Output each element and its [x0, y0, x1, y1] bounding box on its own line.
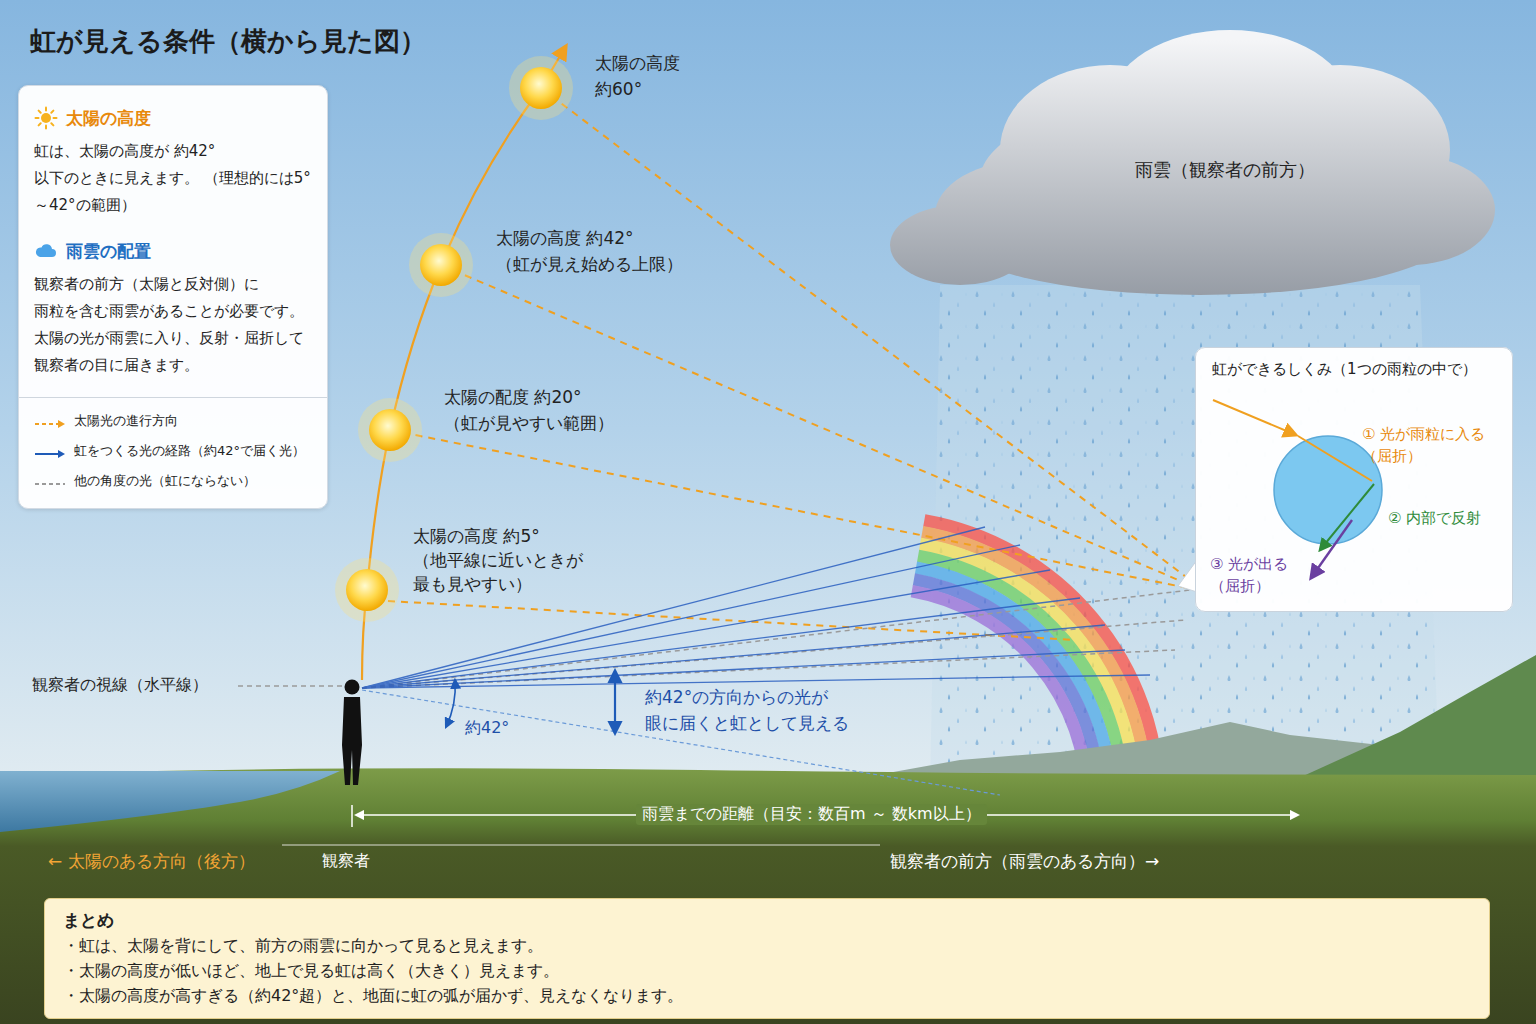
- section-icon: [34, 106, 58, 130]
- info-panel: 太陽の高度虹は、太陽の高度が 約42°以下のときに見えます。 （理想的には5°～…: [18, 85, 328, 509]
- summary-item: ・虹は、太陽を背にして、前方の雨雲に向かって見ると見えます。: [63, 933, 1471, 958]
- annotation-label: ② 内部で反射: [1388, 509, 1481, 528]
- legend-text: 太陽光の進行方向: [74, 412, 178, 430]
- legend-sample: [34, 415, 66, 427]
- mountains: [860, 655, 1536, 792]
- sunlight-rays: [388, 88, 1190, 640]
- annotation-label: 約42°の方向からの光が 眼に届くと虹として見える: [645, 684, 860, 736]
- annotation-label: 太陽の高度 約5° （地平線に近いときが 最も見やすい）: [413, 524, 593, 596]
- annotation-label: 太陽の高度 約60°: [595, 50, 695, 102]
- heading-row: 太陽の高度: [34, 104, 312, 132]
- divider: [19, 397, 327, 398]
- legend-line-sample: [34, 478, 66, 490]
- summary-heading: まとめ: [63, 907, 1471, 933]
- sea: [0, 771, 340, 832]
- section-icon: [34, 239, 58, 263]
- legend-sample: [34, 445, 66, 457]
- distance-arrow: [282, 805, 1298, 845]
- annotation-label: 雨雲（観察者の前方）: [1135, 158, 1315, 182]
- legend-sample: [34, 475, 66, 487]
- summary-item: ・太陽の高度が低いほど、地上で見る虹は高く（大きく）見えます。: [63, 958, 1471, 983]
- sun-icon: [34, 106, 58, 130]
- annotation-label: ③ 光が出る （屈折）: [1210, 553, 1300, 597]
- legend-row: 虹をつくる光の経路（約42°で届く光）: [34, 436, 312, 466]
- legend-line-sample: [34, 418, 66, 430]
- heading-row: 雨雲の配置: [34, 237, 312, 265]
- annotation-label: 太陽の高度 約42° （虹が見え始める上限）: [496, 225, 696, 277]
- rain-cloud: [890, 30, 1495, 295]
- annotation-label: 約42°: [465, 718, 509, 739]
- body-text: 虹は、太陽の高度が 約42°以下のときに見えます。 （理想的には5°～42°の範…: [34, 138, 314, 219]
- summary-box: まとめ・虹は、太陽を背にして、前方の雨雲に向かって見ると見えます。・太陽の高度が…: [44, 898, 1490, 1019]
- legend-text: 他の角度の光（虹にならない）: [74, 472, 256, 490]
- raindrop-inset-art: [1178, 347, 1513, 612]
- section-heading: 太陽の高度: [66, 104, 151, 132]
- annotation-label: 観察者の前方（雨雲のある方向）→: [890, 850, 1159, 873]
- annotation-label: 太陽の配度 約20° （虹が見やすい範囲）: [444, 384, 644, 436]
- legend-row: 他の角度の光（虹にならない）: [34, 466, 312, 496]
- annotation-label: ① 光が雨粒に入る （屈折）: [1362, 423, 1502, 467]
- annotation-label: 観察者: [322, 851, 370, 872]
- angle-marks: [362, 671, 1000, 795]
- summary-item: ・太陽の高度が高すぎる（約42°超）と、地面に虹の弧が届かず、見えなくなります。: [63, 983, 1471, 1008]
- diagram-title: 虹が見える条件（横から見た図）: [30, 24, 426, 59]
- ground: [0, 768, 1536, 1024]
- observer-figure: [342, 680, 362, 786]
- annotation-label: 観察者の視線（水平線）: [32, 675, 208, 696]
- body-text: 観察者の前方（太陽と反対側）に 雨粒を含む雨雲があることが必要です。 太陽の光が…: [34, 271, 314, 379]
- annotation-label: 雨雲までの距離（目安：数百m ～ 数km以上）: [636, 804, 987, 825]
- legend-text: 虹をつくる光の経路（約42°で届く光）: [74, 442, 305, 460]
- section-heading: 雨雲の配置: [66, 237, 151, 265]
- legend-line-sample: [34, 448, 66, 460]
- inset-heading: 虹ができるしくみ（1つの雨粒の中で）: [1212, 360, 1496, 379]
- cloud-icon: [34, 239, 58, 263]
- legend-row: 太陽光の進行方向: [34, 406, 312, 436]
- annotation-label: ← 太陽のある方向（後方）: [48, 850, 255, 873]
